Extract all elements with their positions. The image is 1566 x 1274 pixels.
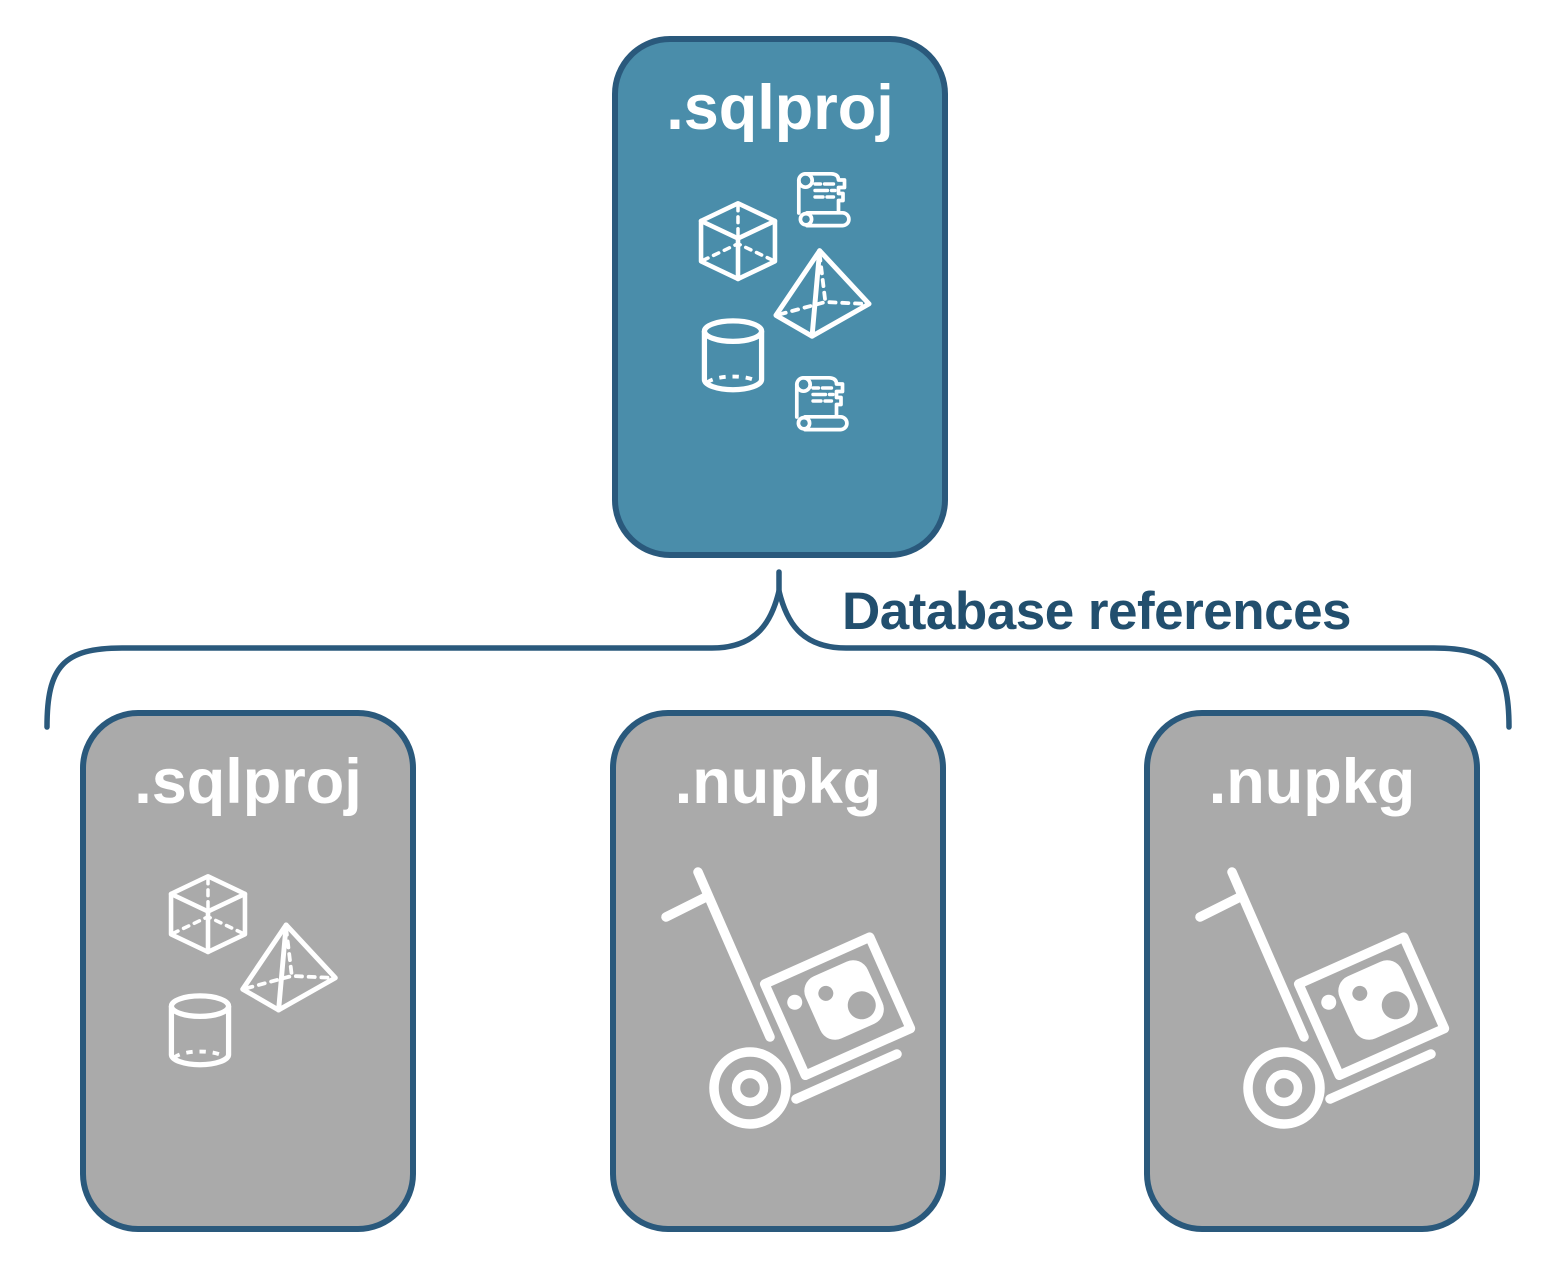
- referenced-card-label: .nupkg: [1208, 747, 1416, 817]
- root-sqlproj-card: .sqlproj: [612, 36, 948, 558]
- referenced-card-label: .sqlproj: [134, 747, 362, 817]
- nuget-package-icons: [610, 710, 946, 1232]
- scroll-icon: [794, 375, 849, 432]
- handtruck-package-icon: [666, 872, 910, 1124]
- pyramid-icon: [776, 251, 869, 337]
- sql-project-contents-icons: [80, 710, 416, 1232]
- referenced-card-label: .nupkg: [674, 747, 882, 817]
- handtruck-package-icon: [1200, 872, 1444, 1124]
- cube-icon: [171, 876, 245, 952]
- sql-project-contents-icons: [612, 171, 948, 432]
- nuget-package-icons: [1144, 710, 1480, 1232]
- root-card-label: .sqlproj: [666, 73, 894, 143]
- cylinder-icon: [171, 996, 228, 1065]
- database-references-label: Database references: [842, 582, 1352, 641]
- cylinder-icon: [704, 321, 761, 390]
- pyramid-icon: [243, 925, 336, 1010]
- brace-curve: [44, 590, 1512, 730]
- referenced-nupkg-card-2: .nupkg: [1144, 710, 1480, 1232]
- cube-icon: [701, 203, 775, 279]
- referenced-nupkg-card-1: .nupkg: [610, 710, 946, 1232]
- scroll-icon: [796, 171, 851, 228]
- referenced-sqlproj-card: .sqlproj: [80, 710, 416, 1232]
- database-references-brace: [44, 569, 1512, 730]
